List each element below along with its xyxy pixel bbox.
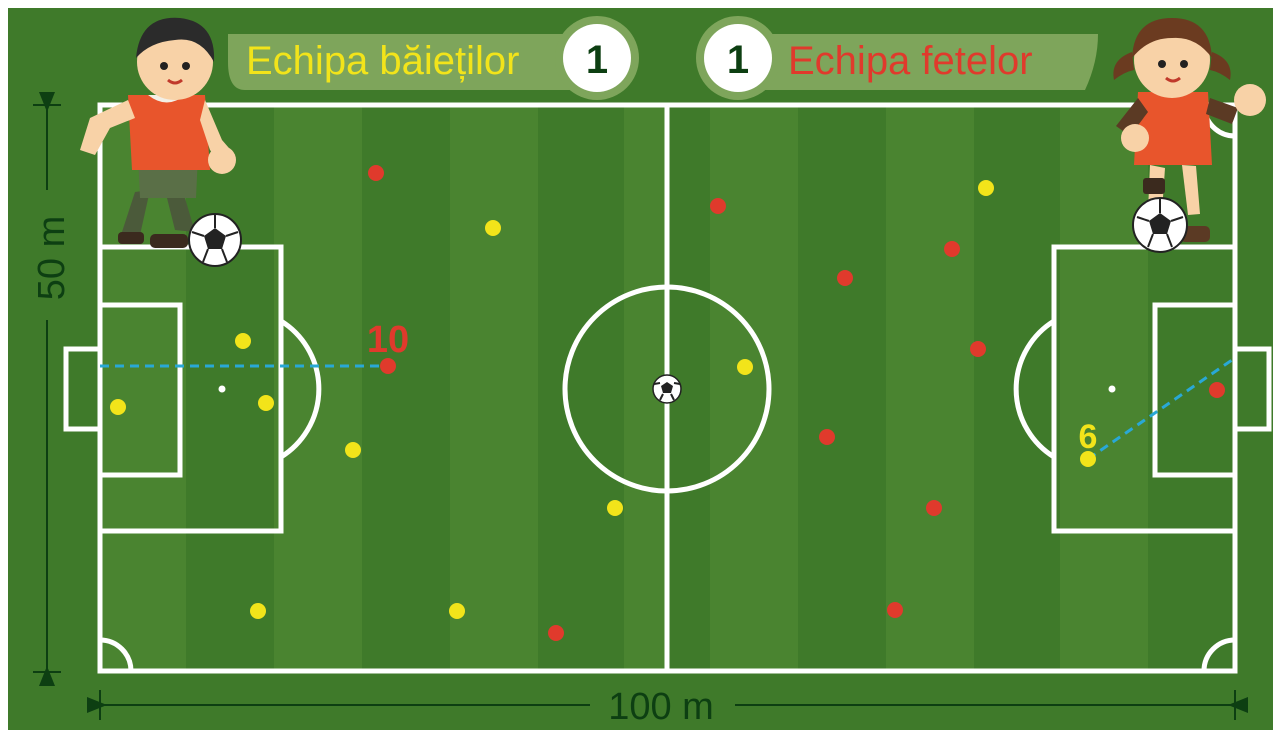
yellow-player [607,500,623,516]
yellow-player [235,333,251,349]
red-player [944,241,960,257]
yellow-player [978,180,994,196]
red-player [887,602,903,618]
red-player [548,625,564,641]
red-player-number: 10 [367,319,409,361]
boy-ball-icon [189,214,241,266]
red-player [819,429,835,445]
center-ball [653,375,681,403]
red-player [970,341,986,357]
boys-team-score: 1 [586,38,608,82]
width-label: 50 m [31,216,73,300]
girls-team-name: Echipa fetelor [788,39,1033,83]
yellow-player [449,603,465,619]
right-penalty-spot [1109,386,1116,393]
girls-team-score: 1 [727,38,749,82]
yellow-player [485,220,501,236]
yellow-player-number: 6 [1079,418,1098,456]
yellow-player [737,359,753,375]
yellow-player [258,395,274,411]
boys-team-name: Echipa băieților [246,39,520,83]
girl-ball-icon [1133,198,1187,252]
red-player [710,198,726,214]
yellow-player [110,399,126,415]
red-player [368,165,384,181]
red-player [1209,382,1225,398]
yellow-player [345,442,361,458]
left-penalty-spot [219,386,226,393]
red-player [837,270,853,286]
yellow-player [250,603,266,619]
length-label: 100 m [608,686,714,728]
red-player [926,500,942,516]
